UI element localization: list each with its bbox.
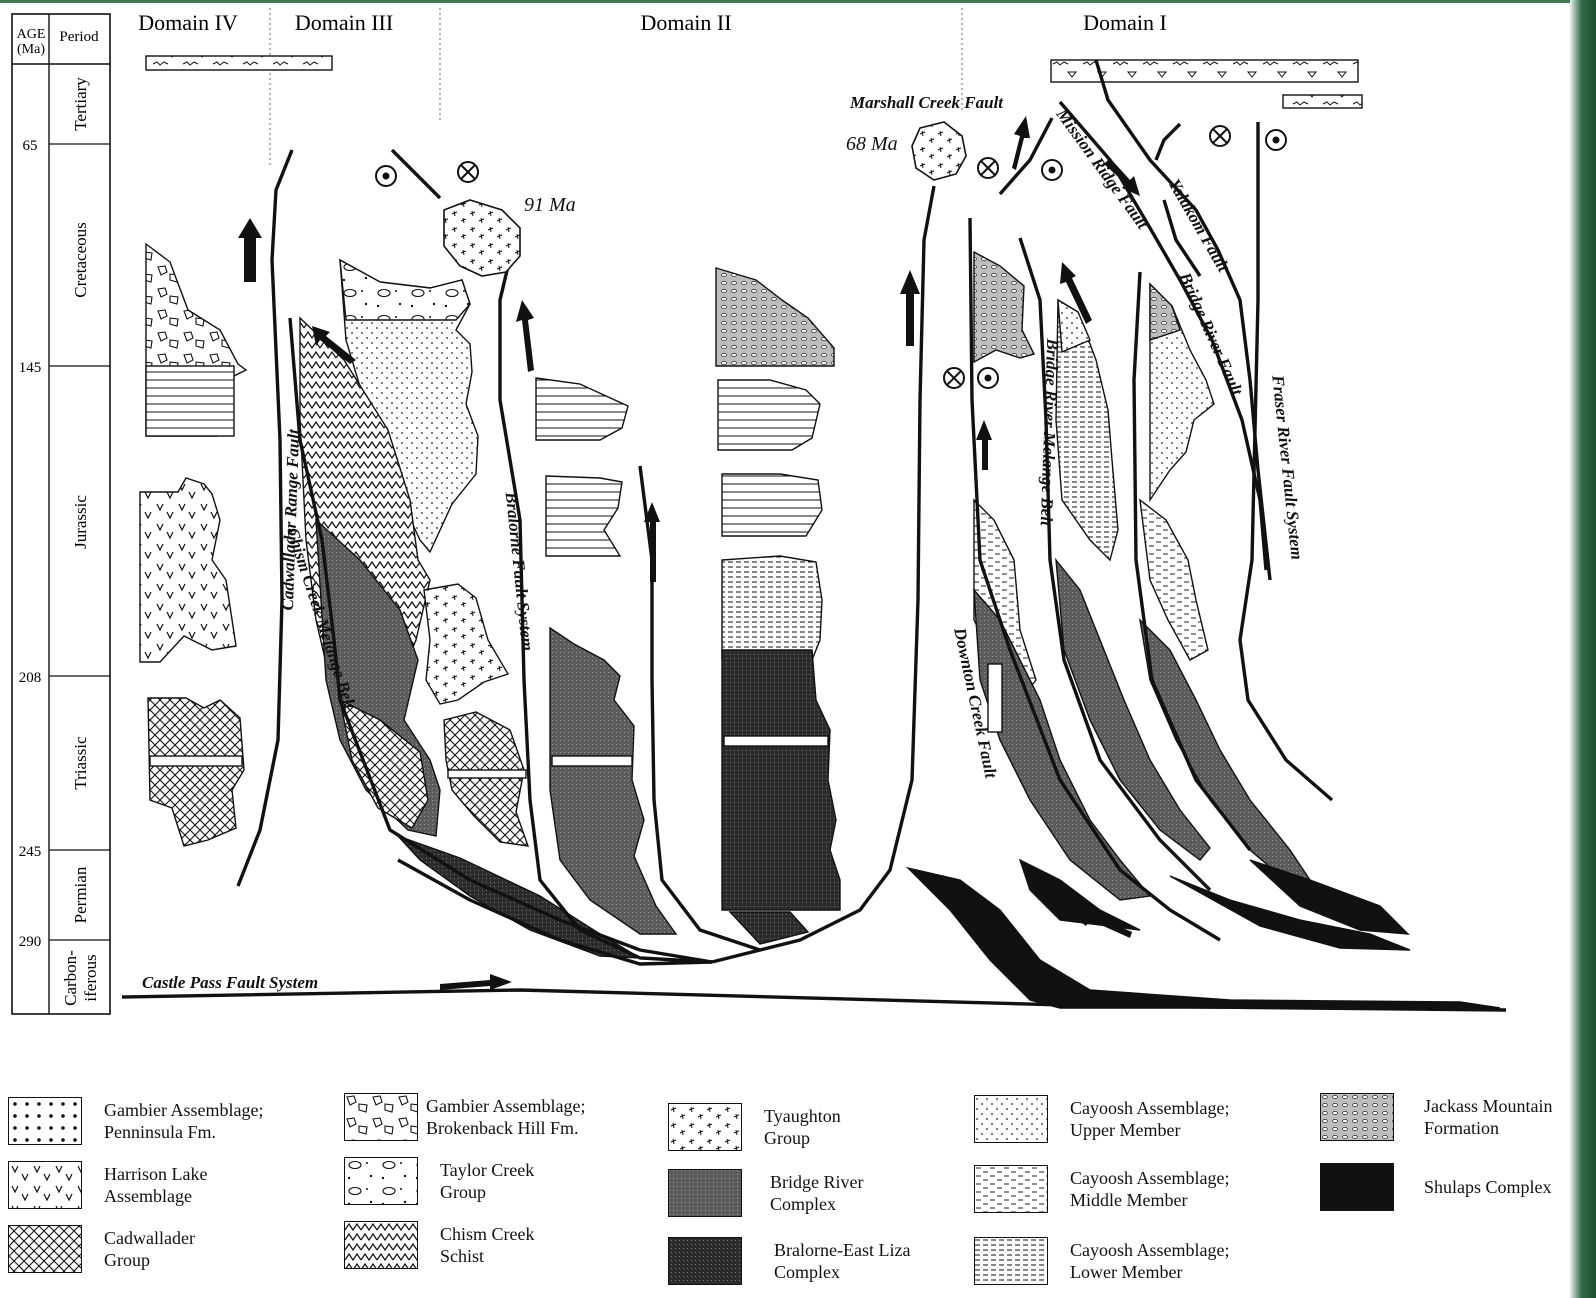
period-label: Tertiary: [71, 77, 90, 131]
legend-label: Cadwallader Group: [104, 1227, 195, 1271]
castle-pass-label: Castle Pass Fault System: [142, 973, 318, 992]
out-of-page-icon: [1266, 130, 1286, 150]
marshall-creek-label: Marshall Creek Fault: [849, 93, 1004, 112]
legend-label: Taylor Creek Group: [440, 1159, 534, 1203]
legend-item: Bridge River Complex: [668, 1169, 863, 1217]
legend-swatch: [668, 1169, 742, 1217]
legend-swatch: [668, 1103, 742, 1151]
legend-swatch: [8, 1225, 82, 1273]
legend-item: Harrison Lake Assemblage: [8, 1161, 207, 1209]
age-91-annotation: 91 Ma: [524, 194, 576, 216]
legend-swatch: [8, 1161, 82, 1209]
legend-item: Cayoosh Assemblage; Lower Member: [974, 1237, 1230, 1285]
legend-swatch: [974, 1095, 1048, 1143]
legend-label: Shulaps Complex: [1424, 1176, 1552, 1198]
bridge-river-belt-label: Bridge River Melange Belt: [1037, 337, 1063, 527]
age-tick: 145: [19, 360, 42, 376]
legend-swatch: [344, 1221, 418, 1269]
domain-ii-stratigraphy: [536, 268, 840, 944]
bralorne-fault-label: Bralorne Fault System: [502, 490, 538, 652]
age-tick: 208: [19, 670, 42, 686]
out-of-page-icon: [1042, 160, 1062, 180]
mission-ridge-label: Mission Ridge Fault: [1052, 104, 1153, 233]
age-68-annotation: 68 Ma: [846, 133, 898, 155]
period-label: Carbon-iferous: [61, 950, 100, 1006]
legend-swatch: [1320, 1163, 1394, 1211]
period-label: Jurassic: [71, 495, 90, 549]
domain-i-stratigraphy: [908, 252, 1500, 1008]
period-label: Cretaceous: [71, 222, 90, 298]
legend-label: Cayoosh Assemblage; Lower Member: [1070, 1239, 1230, 1283]
into-page-icon: [458, 162, 478, 182]
legend-label: Cayoosh Assemblage; Middle Member: [1070, 1167, 1230, 1211]
legend-item: Gambier Assemblage; Penninsula Fm.: [8, 1097, 263, 1145]
age-tick: 290: [19, 934, 42, 950]
legend: Gambier Assemblage; Penninsula Fm. Harri…: [0, 1085, 1590, 1298]
period-label: Triassic: [71, 736, 90, 790]
legend-label: Chism Creek Schist: [440, 1223, 535, 1267]
legend-swatch: [344, 1157, 418, 1205]
fraser-fault-label: Fraser River Fault System: [1268, 373, 1306, 561]
period-label: Permian: [71, 866, 90, 923]
legend-swatch: [344, 1093, 418, 1141]
volcanic-bars: [146, 56, 1362, 108]
into-page-icon: [1210, 126, 1230, 146]
legend-label: Tyaughton Group: [764, 1105, 841, 1149]
yalakom-label: Yalakom Fault: [1165, 176, 1234, 276]
legend-label: Cayoosh Assemblage; Upper Member: [1070, 1097, 1230, 1141]
legend-label: Jackass Mountain Formation: [1424, 1095, 1552, 1139]
legend-label: Bralorne-East Liza Complex: [774, 1239, 910, 1283]
legend-item: Gambier Assemblage; Brokenback Hill Fm.: [344, 1093, 585, 1141]
legend-label: Bridge River Complex: [770, 1171, 863, 1215]
legend-item: Cayoosh Assemblage; Middle Member: [974, 1165, 1230, 1213]
domain-iv-title: Domain IV: [138, 10, 238, 35]
legend-item: Chism Creek Schist: [344, 1221, 535, 1269]
legend-label: Harrison Lake Assemblage: [104, 1163, 207, 1207]
age-tick: 245: [19, 844, 42, 860]
legend-swatch: [1320, 1093, 1394, 1141]
domain-iii-title: Domain III: [295, 10, 393, 35]
time-scale: AGE(Ma) Period 65 145 208 245 290 Tertia…: [12, 14, 110, 1014]
into-page-icon: [944, 368, 964, 388]
age-header: AGE(Ma): [17, 27, 46, 57]
legend-label: Gambier Assemblage; Brokenback Hill Fm.: [426, 1095, 585, 1139]
legend-item: Shulaps Complex: [1320, 1163, 1552, 1211]
legend-item: Cadwallader Group: [8, 1225, 195, 1273]
out-of-page-icon: [376, 166, 396, 186]
period-header: Period: [59, 29, 99, 45]
domain-ii-title: Domain II: [640, 10, 731, 35]
legend-item: Bralorne-East Liza Complex: [668, 1237, 910, 1285]
domain-headers: Domain IV Domain III Domain II Domain I: [138, 8, 1167, 168]
legend-item: Taylor Creek Group: [344, 1157, 534, 1205]
domain-iv-stratigraphy: [140, 244, 246, 846]
legend-swatch: [974, 1165, 1048, 1213]
into-page-icon: [978, 158, 998, 178]
cross-section-diagram: AGE(Ma) Period 65 145 208 245 290 Tertia…: [0, 0, 1570, 1080]
legend-swatch: [8, 1097, 82, 1145]
legend-label: Gambier Assemblage; Penninsula Fm.: [104, 1099, 263, 1143]
age-tick: 65: [23, 138, 38, 154]
legend-item: Tyaughton Group: [668, 1103, 841, 1151]
out-of-page-icon: [978, 368, 998, 388]
legend-item: Jackass Mountain Formation: [1320, 1093, 1552, 1141]
legend-swatch: [668, 1237, 742, 1285]
legend-swatch: [974, 1237, 1048, 1285]
domain-i-title: Domain I: [1083, 10, 1167, 35]
legend-item: Cayoosh Assemblage; Upper Member: [974, 1095, 1230, 1143]
